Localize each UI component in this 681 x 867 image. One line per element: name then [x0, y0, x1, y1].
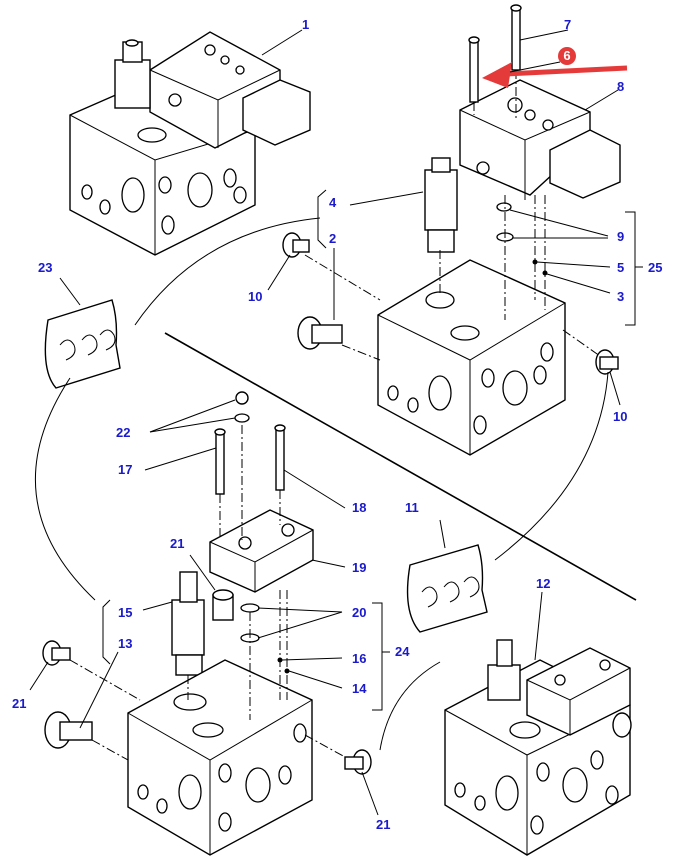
part-label-18: 18	[352, 500, 367, 515]
plug-13	[44, 711, 93, 749]
part-label-13: 13	[118, 636, 133, 651]
part-label-1: 1	[302, 17, 310, 32]
part-label-3: 3	[617, 289, 625, 304]
part-label-7: 7	[564, 17, 572, 32]
plug-21-top	[212, 589, 234, 621]
part-label-25: 25	[648, 260, 663, 275]
part-label-17: 17	[118, 462, 133, 477]
part-label-4: 4	[329, 195, 337, 210]
part-label-10-top: 10	[248, 289, 263, 304]
part-label-24: 24	[395, 644, 410, 659]
seal-kit-11	[406, 544, 488, 633]
plug-10-right	[595, 349, 619, 375]
plug-2	[297, 316, 343, 350]
bolts-17-18	[214, 424, 286, 495]
plug-21-right	[344, 749, 372, 775]
part-label-12: 12	[536, 576, 551, 591]
adapter-plate-19	[209, 509, 314, 593]
part-label-21-left: 21	[12, 696, 27, 711]
plug-22	[234, 391, 250, 423]
part-label-10-right: 10	[613, 409, 628, 424]
part-label-19: 19	[352, 560, 367, 575]
highlight-arrow	[482, 61, 628, 88]
plug-21-left	[42, 640, 71, 666]
section-divider-line	[164, 332, 637, 601]
plug-10-left	[282, 232, 310, 258]
leader-lines	[29, 29, 621, 816]
part-label-9: 9	[617, 229, 625, 244]
part-label-11: 11	[405, 500, 419, 515]
valve-assembly-12	[444, 639, 632, 856]
part-label-23: 23	[38, 260, 53, 275]
o-rings-20	[240, 603, 290, 674]
part-label-20: 20	[352, 605, 367, 620]
valve-block-lower-left	[127, 659, 313, 856]
part-label-22: 22	[116, 425, 131, 440]
valve-plate-8	[459, 79, 621, 200]
part-label-14: 14	[352, 681, 367, 696]
seal-kit-23	[44, 299, 121, 389]
part-label-15: 15	[118, 605, 133, 620]
part-label-21-bottom: 21	[376, 817, 391, 832]
cartridge-15	[171, 571, 205, 676]
cartridge-4	[424, 157, 458, 253]
valve-block-center	[377, 259, 566, 456]
part-label-16: 16	[352, 651, 367, 666]
highlight-callout-6: 6	[558, 47, 576, 65]
part-label-2: 2	[329, 231, 337, 246]
part-label-21-top: 21	[170, 536, 185, 551]
valve-assembly-1	[69, 31, 311, 256]
part-label-5: 5	[617, 260, 625, 275]
part-label-8: 8	[617, 79, 625, 94]
